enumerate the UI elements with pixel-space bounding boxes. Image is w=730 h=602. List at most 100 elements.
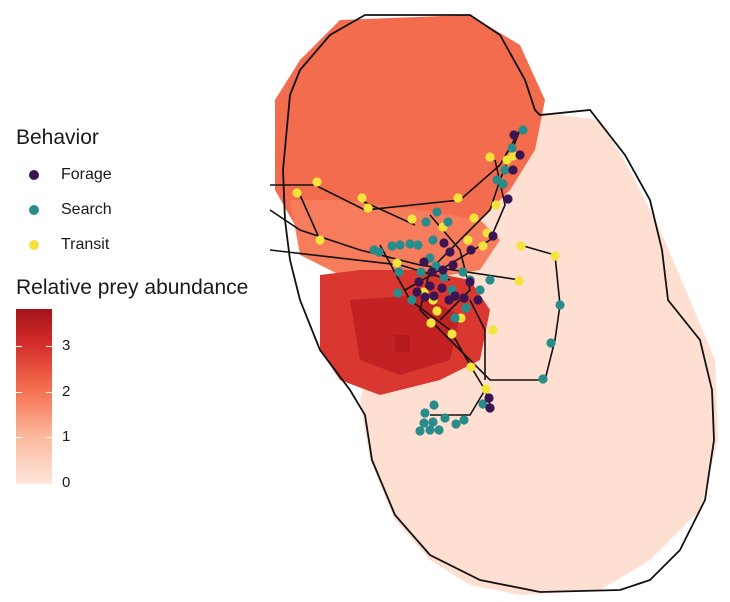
forage-point: [484, 393, 494, 403]
transit-point: [469, 213, 479, 223]
search-point: [387, 241, 397, 251]
colorbar-tick-1: [16, 437, 22, 438]
search-point: [507, 143, 517, 153]
transit-point: [432, 306, 442, 316]
search-point: [439, 272, 449, 282]
search-point: [461, 303, 471, 313]
search-point: [415, 426, 425, 436]
transit-point: [478, 241, 488, 251]
transit-point: [550, 251, 560, 261]
forage-point: [509, 130, 519, 140]
transit-point: [463, 235, 473, 245]
colorbar-label-3: 3: [62, 337, 71, 354]
search-point: [500, 165, 510, 175]
home-range-outlines: [282, 14, 715, 593]
abundance-block-5: [395, 335, 410, 352]
search-point: [485, 275, 495, 285]
forage-point: [459, 293, 469, 303]
track-segment-8: [404, 159, 506, 291]
colorbar-tick-2r: [46, 392, 52, 393]
transit-point: [392, 258, 402, 268]
legend-dot-forage: [29, 170, 39, 180]
transit-point: [488, 325, 498, 335]
search-point: [538, 374, 548, 384]
legend-label-search: Search: [61, 201, 112, 218]
search-point: [416, 267, 426, 277]
search-point: [421, 217, 431, 227]
prey-abundance-raster: [275, 15, 718, 595]
colorbar-label-1: 1: [62, 428, 71, 445]
search-point: [451, 419, 461, 429]
transit-point: [407, 214, 417, 224]
colorbar-tick-3: [16, 346, 22, 347]
search-point: [475, 285, 485, 295]
search-point: [458, 267, 468, 277]
search-point: [546, 338, 556, 348]
forage-point: [419, 257, 429, 267]
forage-point: [439, 238, 449, 248]
forage-point: [485, 403, 495, 413]
transit-point: [485, 152, 495, 162]
transit-point: [514, 276, 524, 286]
forage-point: [503, 194, 513, 204]
colorbar-label-0: 0: [62, 474, 71, 491]
search-point: [459, 415, 469, 425]
colorbar-tick-1r: [46, 437, 52, 438]
colorbar-tick-2: [16, 392, 22, 393]
search-point: [394, 267, 404, 277]
forage-point: [438, 265, 448, 275]
search-point: [432, 207, 442, 217]
search-point: [405, 239, 415, 249]
search-point: [555, 300, 565, 310]
transit-point: [447, 329, 457, 339]
search-point: [374, 247, 384, 257]
search-point: [407, 295, 417, 305]
search-point: [425, 425, 435, 435]
behavior-points: [292, 125, 565, 436]
search-point: [434, 425, 444, 435]
forage-point: [473, 295, 483, 305]
forage-point: [414, 277, 424, 287]
search-point: [393, 288, 403, 298]
transit-point: [363, 203, 373, 213]
transit-point: [312, 177, 322, 187]
forage-point: [466, 245, 476, 255]
forage-point: [427, 267, 437, 277]
transit-point: [315, 235, 325, 245]
transit-point: [508, 151, 518, 161]
forage-point: [448, 260, 458, 270]
legend-label-transit: Transit: [61, 236, 110, 253]
search-point: [440, 413, 450, 423]
track-segment-1: [269, 209, 521, 281]
search-point: [498, 179, 508, 189]
search-point: [429, 400, 439, 410]
search-point: [395, 240, 405, 250]
search-point: [428, 417, 438, 427]
legend-dot-search: [29, 205, 39, 215]
forage-point: [420, 292, 430, 302]
colorbar-label-2: 2: [62, 383, 71, 400]
forage-point: [465, 277, 475, 287]
transit-point: [292, 188, 302, 198]
forage-point: [429, 291, 439, 301]
transit-point: [453, 193, 463, 203]
transit-point: [357, 193, 367, 203]
transit-point: [491, 200, 501, 210]
forage-point: [508, 165, 518, 175]
abundance-colorbar: [16, 309, 52, 484]
forage-point: [488, 231, 498, 241]
forage-point: [445, 247, 455, 257]
behavior-legend-title: Behavior: [16, 126, 99, 149]
legend-label-forage: Forage: [61, 166, 112, 183]
search-point: [443, 217, 453, 227]
forage-point: [437, 283, 447, 293]
legend-dot-transit: [29, 240, 39, 250]
search-point: [518, 125, 528, 135]
search-point: [419, 418, 429, 428]
transit-point: [481, 384, 491, 394]
transit-point: [466, 362, 476, 372]
home-range-outline: [282, 14, 715, 593]
transit-point: [426, 318, 436, 328]
search-point: [450, 313, 460, 323]
